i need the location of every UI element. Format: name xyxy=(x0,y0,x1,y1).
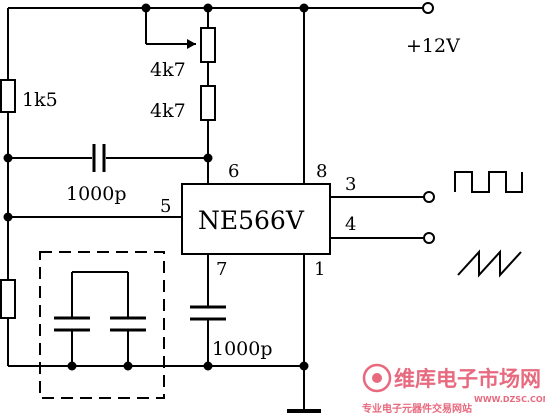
junction-dot xyxy=(141,3,151,13)
pin-6-label: 6 xyxy=(228,161,239,182)
watermark-url: WWW.DZSC.COM xyxy=(474,395,545,404)
resistor-1k5 xyxy=(0,79,16,113)
output-terminal-square xyxy=(423,191,435,203)
junction-dot xyxy=(203,3,213,13)
pin-8-label: 8 xyxy=(316,161,327,182)
watermark-logo-icon xyxy=(362,363,392,393)
output-terminal-triangle xyxy=(423,232,435,244)
pin-1-label: 1 xyxy=(314,259,325,280)
junction-dots xyxy=(3,3,309,371)
junction-dot xyxy=(203,361,213,371)
resistor-bottom-left xyxy=(0,279,16,319)
junction-dot xyxy=(203,153,213,163)
chip-label: NE566V xyxy=(198,206,305,235)
junction-dot xyxy=(3,153,13,163)
potentiometer-label: 4k7 xyxy=(150,59,186,81)
pot-wiper-arrow-icon xyxy=(187,39,196,49)
junction-dot xyxy=(67,361,77,371)
wires xyxy=(7,7,424,410)
watermark-logo: 维库电子市场网 WWW.DZSC.COM 专业电子元器件交易网站 xyxy=(362,363,545,415)
pin-3-label: 3 xyxy=(345,174,356,195)
resistor-4k7-label: 4k7 xyxy=(150,100,186,122)
optional-capacitor-box xyxy=(39,251,165,399)
pin-7-label: 7 xyxy=(216,259,227,280)
triangle-wave-icon xyxy=(457,249,522,278)
junction-dot xyxy=(299,361,309,371)
watermark-logo-core-icon xyxy=(372,373,382,383)
watermark-tagline: 专业电子元器件交易网站 xyxy=(362,402,472,415)
potentiometer-4k7 xyxy=(200,27,216,63)
junction-dot xyxy=(299,3,309,13)
resistor-1k5-label: 1k5 xyxy=(22,89,58,111)
junction-dot xyxy=(3,212,13,222)
supply-voltage-label: +12V xyxy=(406,35,460,57)
junction-dot xyxy=(123,361,133,371)
square-wave-icon xyxy=(454,171,523,193)
resistor-4k7 xyxy=(200,85,216,121)
watermark-brand: 维库电子市场网 xyxy=(394,367,541,391)
pin-5-label: 5 xyxy=(160,196,171,217)
ne566v-chip xyxy=(181,183,331,255)
pin-4-label: 4 xyxy=(345,214,356,235)
cap-bottom-label: 1000p xyxy=(212,338,273,360)
supply-terminal xyxy=(422,2,434,14)
cap-top-label: 1000p xyxy=(66,183,127,205)
